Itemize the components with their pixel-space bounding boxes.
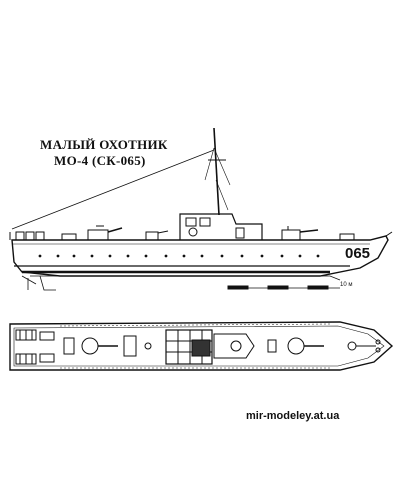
forward-gun — [281, 226, 319, 241]
aft-gun-plan — [81, 337, 99, 355]
mast — [213, 127, 220, 216]
scale-label: 10 м — [340, 282, 353, 288]
depth-charges-side — [9, 231, 45, 241]
portholes — [38, 254, 320, 258]
scale-bar — [227, 285, 340, 290]
hull-number: 065 — [345, 245, 371, 262]
forward-gun-plan — [287, 337, 305, 355]
depth-charge-racks — [15, 329, 55, 365]
watermark-url[interactable]: mir-modeley.at.ua — [246, 410, 340, 422]
aft-gun — [87, 225, 123, 241]
rigging-line — [11, 149, 215, 230]
hull-side — [11, 235, 389, 277]
plan-view — [9, 321, 394, 371]
drawing-title-line2: МО-4 (СК-065) — [54, 153, 146, 168]
side-profile — [9, 127, 393, 291]
drawing-title-line1: МАЛЫЙ ОХОТНИК — [40, 137, 168, 152]
hull-plan — [9, 321, 394, 371]
bridge — [179, 213, 263, 240]
engine-skylight — [165, 329, 213, 365]
